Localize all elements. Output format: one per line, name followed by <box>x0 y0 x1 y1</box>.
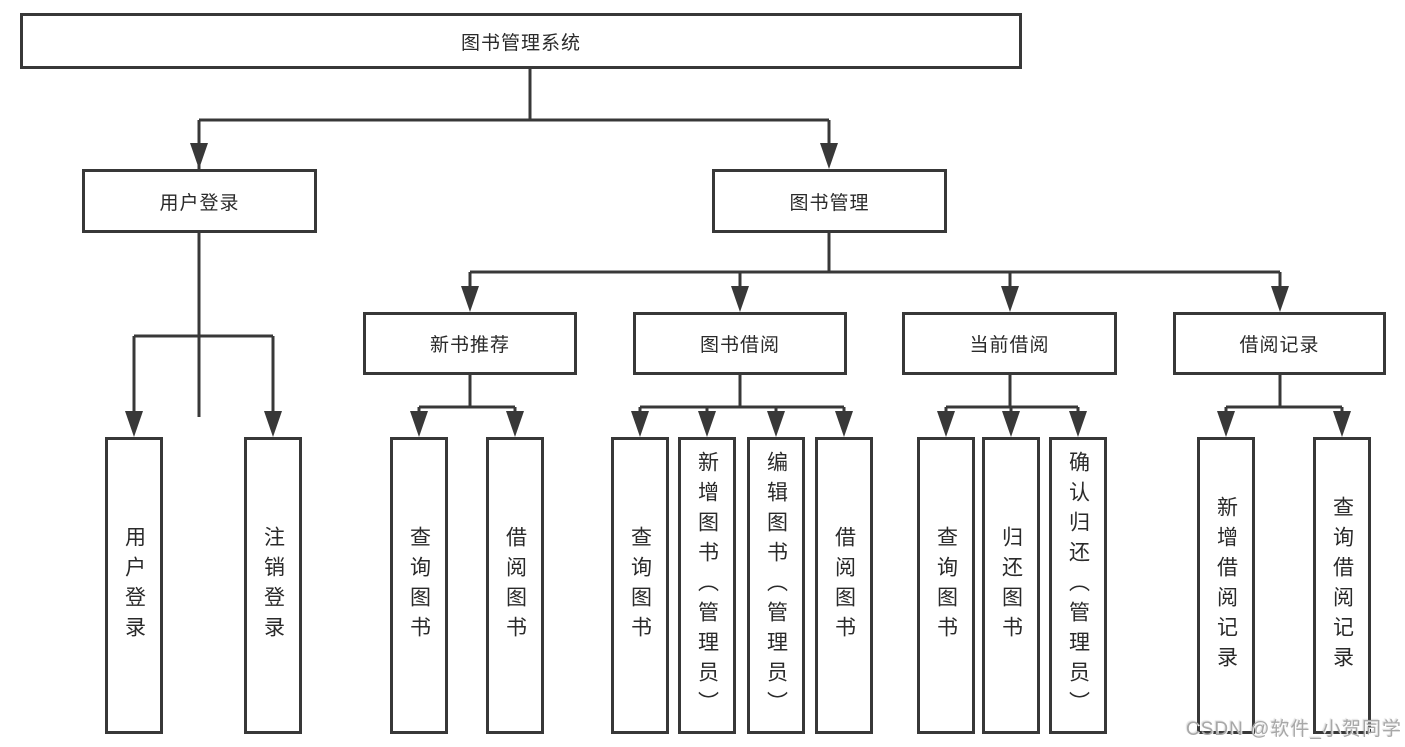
node-leaf-edit-book-admin: 编辑图书（管理员） <box>747 437 805 734</box>
node-book-borrowing: 图书借阅 <box>633 312 847 375</box>
node-leaf-user-login-label: 用户登录 <box>122 525 146 646</box>
node-leaf-borrow-books-1: 借阅图书 <box>486 437 544 734</box>
node-leaf-query-books-3-label: 查询图书 <box>934 525 958 646</box>
node-current-borrowing: 当前借阅 <box>902 312 1117 375</box>
node-leaf-logout-label: 注销登录 <box>261 525 285 646</box>
node-leaf-query-books-2: 查询图书 <box>611 437 669 734</box>
node-book-management-label: 图书管理 <box>789 192 870 214</box>
node-leaf-add-book-admin-label: 新增图书（管理员） <box>695 450 719 721</box>
node-leaf-confirm-return-admin: 确认归还（管理员） <box>1049 437 1107 734</box>
node-leaf-return-books: 归还图书 <box>982 437 1040 734</box>
node-root: 图书管理系统 <box>20 13 1022 69</box>
node-leaf-add-book-admin: 新增图书（管理员） <box>678 437 736 734</box>
node-book-management: 图书管理 <box>712 169 947 233</box>
node-leaf-borrow-books-1-label: 借阅图书 <box>503 525 527 646</box>
node-current-borrowing-label: 当前借阅 <box>969 335 1050 356</box>
node-new-book-recommend: 新书推荐 <box>363 312 577 375</box>
node-leaf-query-books-2-label: 查询图书 <box>628 525 652 646</box>
node-leaf-add-borrow-record-label: 新增借阅记录 <box>1214 495 1238 676</box>
connector-bookmgmt-to-level3 <box>468 233 1282 292</box>
node-leaf-borrow-books-2-label: 借阅图书 <box>832 525 856 646</box>
watermark: CSDN @软件_小贺同学 <box>1186 719 1402 740</box>
connector-borrowing-children <box>638 375 846 417</box>
node-leaf-logout: 注销登录 <box>244 437 302 734</box>
node-borrow-records: 借阅记录 <box>1173 312 1386 375</box>
node-new-book-recommend-label: 新书推荐 <box>429 335 510 356</box>
node-borrow-records-label: 借阅记录 <box>1239 335 1320 356</box>
connector-userlogin-branch <box>132 233 275 417</box>
node-user-login-branch: 用户登录 <box>82 169 317 233</box>
node-leaf-add-borrow-record: 新增借阅记录 <box>1197 437 1255 734</box>
node-leaf-query-books-1-label: 查询图书 <box>407 525 431 646</box>
node-leaf-query-borrow-record: 查询借阅记录 <box>1313 437 1371 734</box>
node-leaf-user-login: 用户登录 <box>105 437 163 734</box>
node-leaf-edit-book-admin-label: 编辑图书（管理员） <box>764 450 788 721</box>
node-leaf-query-books-1: 查询图书 <box>390 437 448 734</box>
node-leaf-query-borrow-record-label: 查询借阅记录 <box>1330 495 1354 676</box>
node-user-login-branch-label: 用户登录 <box>159 192 240 214</box>
node-leaf-borrow-books-2: 借阅图书 <box>815 437 873 734</box>
node-leaf-return-books-label: 归还图书 <box>999 525 1023 646</box>
node-root-label: 图书管理系统 <box>460 32 581 54</box>
node-leaf-confirm-return-admin-label: 确认归还（管理员） <box>1066 450 1090 721</box>
connector-current-children <box>944 375 1080 417</box>
connector-records-children <box>1224 375 1344 417</box>
node-book-borrowing-label: 图书借阅 <box>699 335 780 356</box>
node-leaf-query-books-3: 查询图书 <box>917 437 975 734</box>
connector-newbooks-children <box>417 375 517 417</box>
